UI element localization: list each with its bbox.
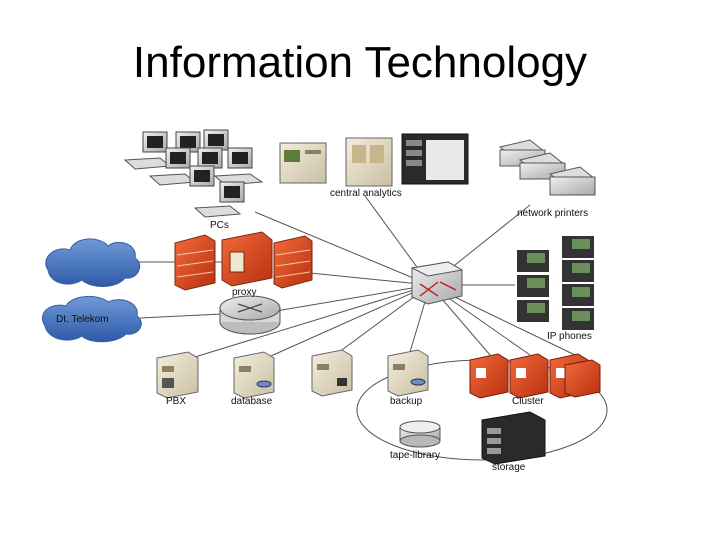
- tape-library: tape-library: [390, 420, 441, 461]
- central-analytics-group: central analytics: [279, 133, 469, 199]
- internet-cloud: [45, 238, 141, 287]
- label-pbx: PBX: [166, 396, 186, 407]
- phone-icon: [517, 275, 549, 297]
- link-database: [261, 284, 431, 361]
- pbx-server: PBX: [156, 351, 199, 407]
- cluster-server-icon: [564, 359, 601, 398]
- pc-icon: [197, 147, 223, 169]
- pc-icon: [123, 131, 172, 170]
- label-proxy: proxy: [232, 287, 256, 298]
- pc-icon: [203, 129, 229, 151]
- storage-rack: storage: [481, 411, 546, 473]
- firewall-icon: [174, 234, 216, 291]
- label-database: database: [231, 396, 273, 407]
- phone-icon: [517, 300, 549, 322]
- proxy-router: proxy: [219, 287, 281, 335]
- label-cluster: Cluster: [512, 396, 544, 407]
- label-pcs: PCs: [210, 220, 229, 231]
- server-icon: [311, 349, 353, 397]
- phone-icon: [562, 260, 594, 282]
- printer-icon: [548, 166, 597, 196]
- phone-icon: [517, 250, 549, 272]
- ip-phones-group: IP phones: [517, 236, 594, 342]
- server-icon: [221, 231, 273, 287]
- phone-icon: [562, 308, 594, 330]
- label-tape-library: tape-library: [390, 450, 440, 461]
- dt-telekom-cloud: Dt. Telekom: [42, 296, 142, 343]
- cluster-group: Cluster: [469, 353, 601, 407]
- pc-icon: [175, 131, 201, 153]
- firewall-group: [174, 231, 313, 291]
- pc-icon: [148, 147, 197, 186]
- pc-icon: [193, 181, 245, 218]
- label-backup: backup: [390, 396, 423, 407]
- link-telekom-proxy: [139, 313, 223, 319]
- link-firewall: [299, 271, 431, 286]
- central-switch: [410, 261, 464, 305]
- pc-icon: [189, 165, 215, 187]
- link-pbx: [184, 284, 431, 361]
- network-printers-group: network printers: [498, 139, 597, 219]
- label-central-analytics: central analytics: [330, 188, 402, 199]
- label-ip-phones: IP phones: [547, 331, 592, 342]
- phone-icon: [562, 284, 594, 306]
- phone-icon: [562, 236, 594, 258]
- pcs-group: PCs: [123, 129, 264, 231]
- link-proxy: [269, 284, 431, 313]
- slide-title: Information Technology: [132, 38, 588, 87]
- link-pcs: [254, 211, 431, 286]
- database-server: database: [231, 351, 275, 407]
- label-dt-telekom: Dt. Telekom: [56, 314, 109, 325]
- backup-server: backup: [387, 349, 429, 407]
- firewall-icon: [273, 235, 313, 289]
- server-rack-icon: [401, 133, 469, 185]
- label-network-printers: network printers: [517, 208, 588, 219]
- server-icon: [279, 142, 327, 184]
- cluster-server-icon: [509, 353, 549, 399]
- server-icon: [345, 137, 393, 187]
- cluster-server-icon: [469, 353, 509, 399]
- label-storage: storage: [492, 462, 526, 473]
- pc-icon: [213, 147, 264, 186]
